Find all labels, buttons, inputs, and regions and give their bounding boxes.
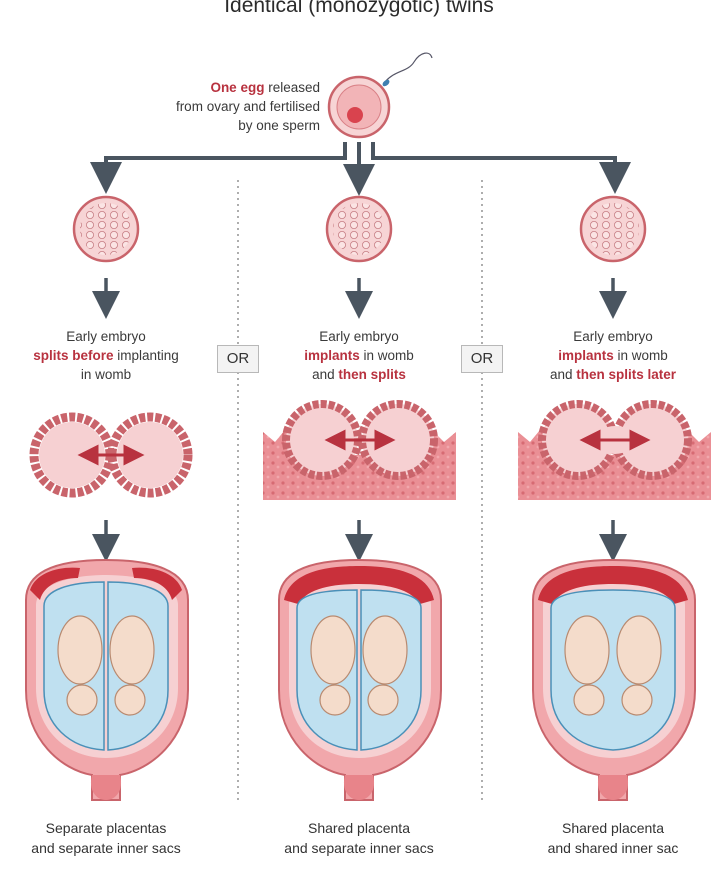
morula-icon-1 — [72, 195, 140, 263]
col1-line2-highlight: splits before — [33, 348, 114, 363]
split-embryos-icon — [29, 412, 193, 498]
intro-highlight: One egg — [210, 80, 265, 95]
womb-shared-placenta-separate-sacs-icon — [278, 558, 442, 801]
implanted-embryo-icon — [263, 400, 456, 500]
col3-line3-highlight: then splits later — [576, 367, 677, 382]
col3-line3-pre: and — [549, 367, 577, 382]
intro-line3: by one sperm — [238, 118, 320, 133]
col2-caption-line1: Shared placenta — [308, 820, 410, 836]
morula-icon-2 — [325, 195, 393, 263]
diagram-title: Identical (monozygotic) twins — [224, 0, 494, 17]
intro-line2: from ovary and fertilised — [175, 99, 320, 114]
col2-caption-line2: and separate inner sacs — [284, 840, 434, 856]
branch-connectors — [90, 142, 631, 196]
womb-shared-placenta-shared-sac-icon — [532, 558, 696, 801]
morula-icon-3 — [579, 195, 647, 263]
col2-line3-pre: and — [312, 367, 339, 382]
intro-text: One egg released from ovary and fertilis… — [110, 78, 320, 135]
column-1-description: Early embryo splits before implanting in… — [6, 327, 206, 384]
col2-line2-rest: in womb — [359, 348, 414, 363]
fertilised-egg-icon — [327, 52, 433, 139]
col2-line3-highlight: then splits — [338, 367, 406, 382]
or-label-left: OR — [217, 345, 259, 373]
column-2-caption: Shared placenta and separate inner sacs — [259, 818, 459, 858]
column-2-description: Early embryo implants in womb and then s… — [259, 327, 459, 384]
column-3-description: Early embryo implants in womb and then s… — [513, 327, 713, 384]
column-3-caption: Shared placenta and shared inner sac — [513, 818, 713, 858]
col1-line3-rest: in womb — [80, 367, 132, 382]
col1-caption-line1: Separate placentas — [45, 820, 167, 836]
col3-caption-line1: Shared placenta — [562, 820, 664, 836]
col1-line2-rest: implanting — [113, 348, 179, 363]
col1-caption-line2: and separate inner sacs — [31, 840, 181, 856]
or-label-right: OR — [461, 345, 503, 373]
column-1-caption: Separate placentas and separate inner sa… — [6, 818, 206, 858]
womb-separate-placentas-icon — [25, 558, 189, 801]
intro-line1-rest: released — [264, 80, 320, 95]
col2-line2-highlight: implants — [304, 348, 360, 363]
col3-caption-line2: and shared inner sac — [547, 840, 679, 856]
col3-line1: Early embryo — [573, 329, 653, 344]
col3-line2-highlight: implants — [558, 348, 614, 363]
col3-line2-rest: in womb — [613, 348, 668, 363]
col2-line1: Early embryo — [319, 329, 399, 344]
implanted-embryo-late-icon — [518, 400, 711, 500]
col1-line1: Early embryo — [66, 329, 146, 344]
